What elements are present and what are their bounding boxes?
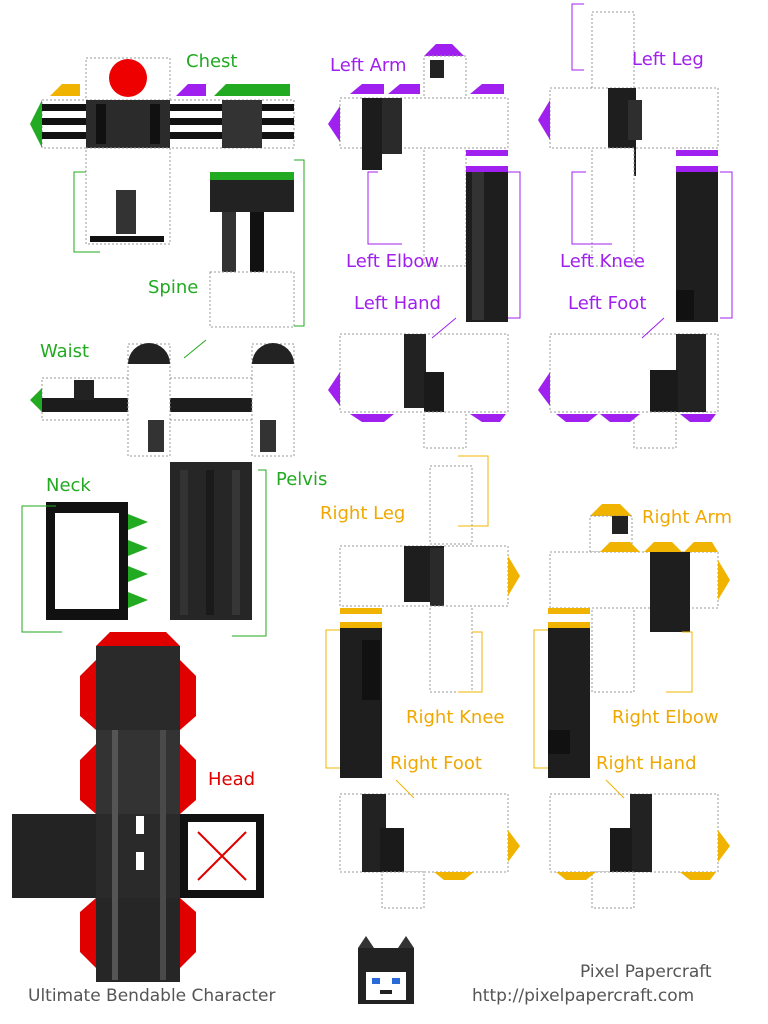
- pelvis-piece: [170, 462, 252, 620]
- label-neck: Neck: [46, 475, 91, 496]
- chest-piece: [30, 57, 295, 245]
- label-left-hand: Left Hand: [354, 293, 441, 314]
- label-chest: Chest: [186, 51, 238, 72]
- footer-url[interactable]: http://pixelpapercraft.com: [472, 986, 695, 1006]
- label-left-arm: Left Arm: [330, 55, 407, 76]
- label-right-elbow: Right Elbow: [612, 707, 719, 728]
- left-leg-piece: [538, 11, 719, 322]
- neck-piece: [46, 502, 148, 620]
- label-right-hand: Right Hand: [596, 753, 697, 774]
- label-left-elbow: Left Elbow: [346, 251, 440, 272]
- footer-title: Ultimate Bendable Character: [28, 986, 276, 1006]
- right-foot-piece: [339, 793, 520, 909]
- spine-piece: [209, 172, 295, 328]
- label-left-leg: Left Leg: [632, 49, 704, 70]
- label-right-foot: Right Foot: [390, 753, 482, 774]
- left-foot-piece: [538, 333, 719, 449]
- label-left-knee: Left Knee: [560, 251, 645, 272]
- left-arm-piece: [328, 44, 509, 322]
- head-piece: [12, 632, 264, 982]
- character-icon: [358, 936, 414, 1004]
- label-spine: Spine: [148, 277, 199, 298]
- guide-arrows: [21, 3, 733, 799]
- label-head: Head: [208, 769, 256, 790]
- label-right-knee: Right Knee: [406, 707, 505, 728]
- label-right-leg: Right Leg: [320, 503, 406, 524]
- right-leg-piece: [339, 465, 520, 778]
- footer-brand: Pixel Papercraft: [580, 962, 712, 982]
- label-left-foot: Left Foot: [568, 293, 647, 314]
- right-arm-piece: [548, 504, 730, 778]
- right-hand-piece: [549, 793, 730, 909]
- left-hand-piece: [328, 333, 509, 449]
- label-right-arm: Right Arm: [642, 507, 733, 528]
- waist-piece: [30, 343, 295, 457]
- label-pelvis: Pelvis: [276, 469, 328, 490]
- label-waist: Waist: [40, 341, 90, 362]
